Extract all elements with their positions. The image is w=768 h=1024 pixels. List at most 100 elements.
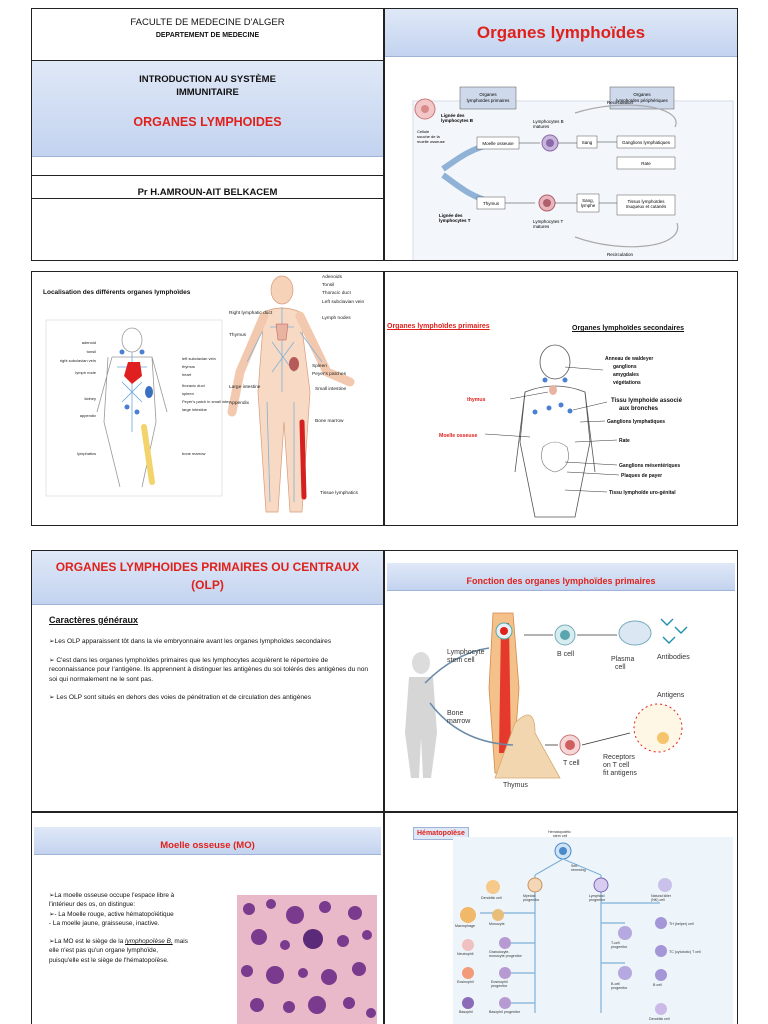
lymph-nodes-label: Ganglions lymphatiques (622, 140, 671, 145)
t-cell-label: T cell (563, 760, 580, 767)
neutrophil-icon (462, 939, 474, 951)
baso-progenitor-label: Basophil progenitor (489, 1010, 521, 1014)
peyer-patches-label: Plaques de payer (621, 473, 662, 479)
schematic-panel (45, 319, 223, 497)
spleen-box (616, 156, 676, 170)
nodes-pointer (579, 420, 606, 423)
lymphoid-progenitor-icon (593, 877, 609, 893)
gran-mono-progenitor-icon (499, 937, 511, 949)
antibodies-label: Antibodies (657, 654, 690, 661)
olp-bullet-1: ➢Les OLP apparaissent tôt dans la vie em… (49, 638, 332, 645)
olp-bullets: ➢Les OLP apparaissent tôt dans la vie em… (49, 637, 369, 712)
b-cell-nucleus-icon (560, 630, 570, 640)
waldeyer-ring-label: Anneau de waldeyer (605, 356, 653, 362)
bronchi-pointer (572, 401, 608, 411)
hematopoiesis-background (453, 837, 733, 1024)
label-lymphatics: lymphatics (77, 451, 96, 456)
slide-title: FACULTE DE MEDECINE D'ALGER DEPARTEMENT … (31, 8, 384, 261)
marrow-micrograph (237, 895, 377, 1024)
dendritic-label: Dendritic cell (481, 896, 502, 900)
label-tonsil-big: Tonsil (322, 282, 334, 288)
label-right-subclavian: right subclavian vein (60, 358, 96, 363)
peyer-pointer (566, 471, 620, 476)
label-kidney: kidney (84, 396, 96, 401)
marrow-cell (352, 962, 366, 976)
schematic-right-labels: left subclavian vein thymus heart thorac… (182, 356, 238, 456)
schematic-node-icon (124, 404, 130, 410)
thymus-organ-icon (549, 385, 557, 395)
th-cell-icon (655, 917, 667, 929)
hematopoiesis-title: Hématopoïèse (413, 827, 469, 840)
gran-mono-label: Granulocyte-monocyte progenitor (489, 950, 523, 958)
schematic-node-icon (119, 349, 125, 355)
monocyte-icon (492, 909, 504, 921)
function-title: Fonction des organes lymphoïdes primaire… (466, 576, 656, 586)
schematic-spleen-icon (145, 386, 153, 398)
olp-subtitle: Caractères généraux (49, 615, 139, 625)
label-adenoids: Adenoids (322, 274, 343, 280)
diagram-background (412, 100, 734, 260)
marrow-cell (286, 906, 304, 924)
marrow-p1-line-2: l'intérieur des os, on distingue: (49, 901, 136, 909)
marrow-text: ➢La moelle osseuse occupe l'espace libre… (49, 891, 239, 965)
department-name: DEPARTEMENT DE MEDECINE (155, 32, 260, 39)
marrow-p2-line-1: ➢La MO est le siège de la lymphopoïèse B… (49, 937, 239, 946)
primary-organ-labels: thymus Moelle osseuse (439, 397, 486, 439)
olp-title-band: ORGANES LYMPHOIDES PRIMAIRES OU CENTRAUX… (32, 551, 383, 605)
marrow-cell (266, 966, 284, 984)
lymph-nodes-box (616, 135, 676, 149)
marrow-p2-end: mais (172, 938, 188, 946)
faculty-name: FACULTE DE MEDECINE D'ALGER (130, 17, 285, 28)
label-tonsil: tonsil (87, 349, 96, 354)
label-thoracic-duct-big: Thoracic duct (322, 290, 351, 296)
label-left-subclavian: left subclavian vein (182, 356, 216, 361)
marrow-p2-start: ➢La MO est le siège de la (49, 938, 126, 946)
waldeyer-ganglions-label: ganglions (613, 364, 637, 370)
micrograph-cells (241, 899, 376, 1018)
b-lymphocyte-nucleus-icon (546, 139, 554, 147)
blood-lymph-label: Sang,lymphe (581, 198, 596, 208)
author-row: Pr H.AMROUN-AIT BELKACEM (32, 175, 383, 199)
human-head-icon (412, 652, 430, 674)
marrow-p1-line-4: - La moelle jaune, graisseuse, inactive. (49, 919, 160, 927)
marrow-cell (321, 969, 337, 985)
thymus-function-label: Thymus (503, 782, 528, 789)
marrow-p2-line-3: puisqu'elle est le siège de l'hématopoïè… (49, 956, 169, 964)
label-lymph-nodes-big: Lymph nodes (322, 315, 351, 321)
marrow-cell (283, 1001, 295, 1013)
label-bone-marrow-small: bone marrow (182, 451, 205, 456)
macrophage-icon (460, 907, 476, 923)
to-antigen-arrow (581, 732, 631, 746)
eosinophil-icon (462, 967, 474, 979)
schematic-heart-icon (124, 362, 142, 384)
waldeyer-tonsils-label: amygdales (613, 372, 639, 378)
axillary-node-icon (532, 409, 538, 415)
antigen-target-cell-icon (633, 703, 683, 753)
marrow-p2-line-2: elle n'est pas qu'un organe lymphoïde, (49, 947, 159, 955)
marrow-cell (348, 906, 362, 920)
t-progenitor-icon (618, 926, 632, 940)
marrow-title-band: Moelle osseuse (MO) (34, 827, 381, 855)
b-cell-label: B cell (557, 651, 575, 658)
schematic-left-labels: adenoid tonsil right subclavian vein lym… (60, 340, 97, 456)
localization-caption: Localisation des différents organes lymp… (43, 289, 191, 296)
urogenital-pointer (564, 489, 608, 493)
label-large-intestine-small: large intestine (182, 407, 208, 412)
mesenteric-label: Ganglions mésentériques (619, 463, 680, 469)
nk-label: Natural killer(NK) cell (651, 894, 672, 902)
tc-label: TC (cytotoxic) T cell (669, 950, 701, 954)
recirculation-bottom-arrow-icon (574, 222, 679, 248)
b-cell-icon (655, 969, 667, 981)
label-thymus-big: Thymus (229, 332, 247, 338)
marrow-cell (362, 930, 372, 940)
